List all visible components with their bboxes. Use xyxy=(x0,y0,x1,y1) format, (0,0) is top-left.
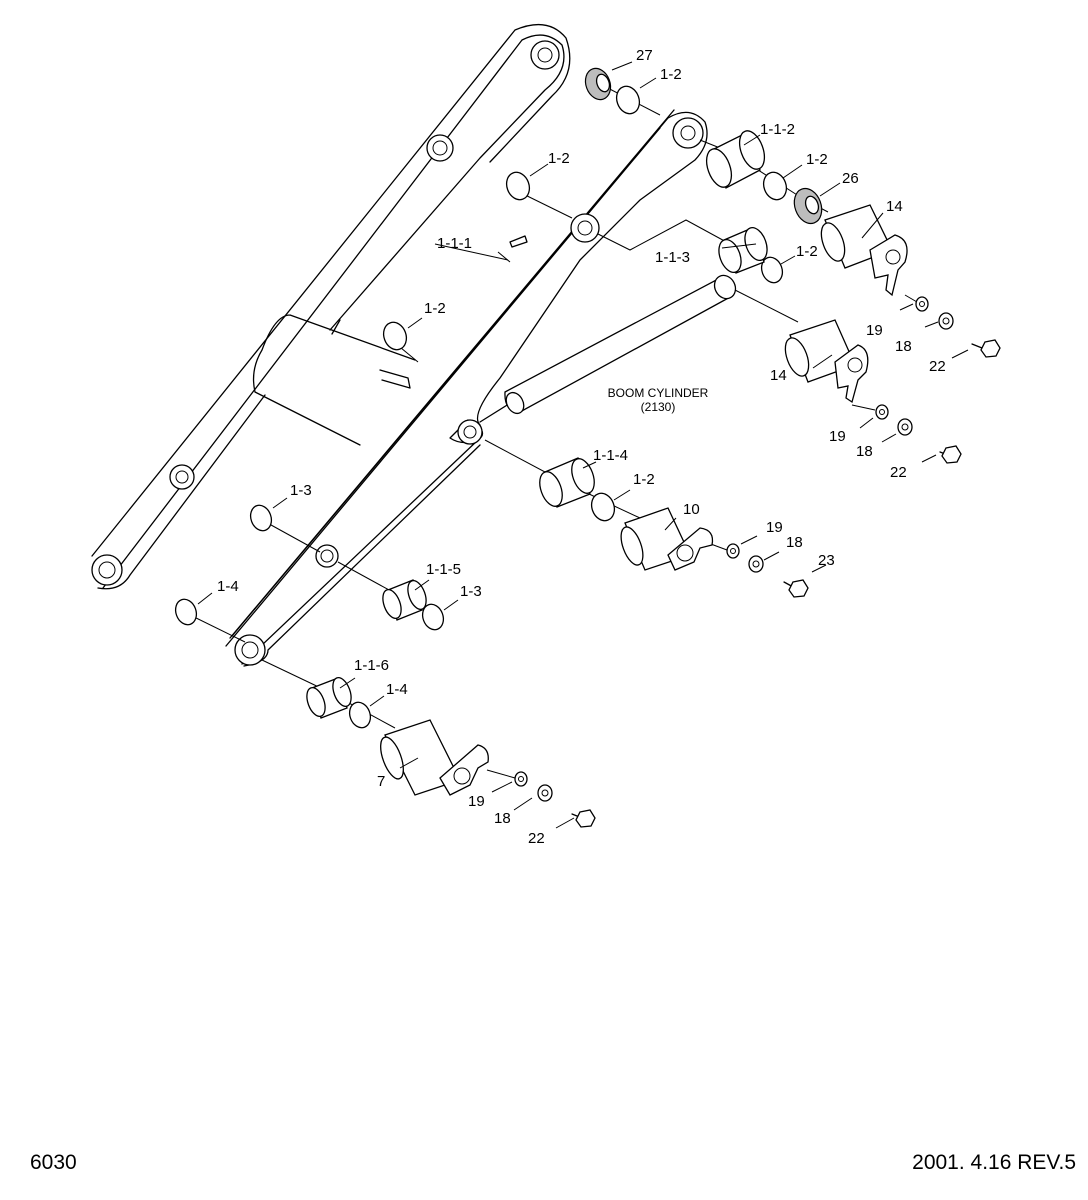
part-shim-ring xyxy=(348,701,372,729)
page-number: 6030 xyxy=(30,1151,77,1174)
part-shim-ring xyxy=(760,256,784,284)
callout-14: 14 xyxy=(770,367,787,384)
callout-1-1-3: 1-1-3 xyxy=(655,249,690,266)
callout-1-2: 1-2 xyxy=(796,243,818,260)
callout-22: 22 xyxy=(528,830,545,847)
boom-arm-right xyxy=(225,109,708,667)
callout-18: 18 xyxy=(786,534,803,551)
part-washers xyxy=(514,296,954,802)
callout-18: 18 xyxy=(856,443,873,460)
part-shim-ring xyxy=(174,598,198,626)
callout-1-2: 1-2 xyxy=(633,471,655,488)
part-27-seal xyxy=(584,67,612,101)
callout-1-1-1: 1-1-1 xyxy=(437,235,472,252)
leader-lines xyxy=(197,61,969,829)
boom-cylinder: BOOM CYLINDER (2130) xyxy=(479,274,737,423)
part-shim-ring xyxy=(615,85,641,115)
callout-18: 18 xyxy=(494,810,511,827)
part-14-pin-lower xyxy=(784,319,869,404)
callout-27: 27 xyxy=(636,47,653,64)
cylinder-name: BOOM CYLINDER xyxy=(608,386,709,400)
callout-19: 19 xyxy=(468,793,485,810)
callout-22: 22 xyxy=(890,464,907,481)
part-26-seal xyxy=(793,187,823,225)
part-10-pin xyxy=(620,507,714,571)
callout-22: 22 xyxy=(929,358,946,375)
part-shim-ring xyxy=(762,171,788,201)
boom-arm-left xyxy=(91,23,571,590)
callout-14: 14 xyxy=(886,198,903,215)
callout-19: 19 xyxy=(829,428,846,445)
assembly-lines xyxy=(187,83,918,779)
part-bushing-1-1-6 xyxy=(306,676,352,719)
callout-7: 7 xyxy=(377,773,385,790)
part-shim-ring xyxy=(505,171,531,201)
part-shim-ring xyxy=(249,504,273,532)
callout-1-2: 1-2 xyxy=(548,150,570,167)
callout-1-1-4: 1-1-4 xyxy=(593,447,628,464)
part-shim-ring xyxy=(421,603,445,631)
part-bushing-1-1-2 xyxy=(705,130,766,189)
callout-18: 18 xyxy=(895,338,912,355)
revision-date: 2001. 4.16 REV.5 xyxy=(912,1151,1076,1174)
callout-1-3: 1-3 xyxy=(290,482,312,499)
part-7-pin xyxy=(380,719,489,796)
callout-19: 19 xyxy=(866,322,883,339)
callout-1-4: 1-4 xyxy=(386,681,408,698)
callout-1-2: 1-2 xyxy=(660,66,682,83)
callout-1-2: 1-2 xyxy=(424,300,446,317)
part-bolts xyxy=(571,339,1001,828)
callout-23: 23 xyxy=(818,552,835,569)
cylinder-ref: (2130) xyxy=(641,400,676,414)
callout-1-3: 1-3 xyxy=(460,583,482,600)
callout-1-4: 1-4 xyxy=(217,578,239,595)
part-shim-ring xyxy=(382,321,408,351)
callout-1-1-5: 1-1-5 xyxy=(426,561,461,578)
callout-10: 10 xyxy=(683,501,700,518)
callout-26: 26 xyxy=(842,170,859,187)
callout-labels: 27 1-2 1-1-2 1-2 26 1-2 14 1-1-1 1-1-3 1… xyxy=(217,47,946,847)
part-14-pin-upper xyxy=(820,204,908,297)
callout-1-1-6: 1-1-6 xyxy=(354,657,389,674)
callout-1-2: 1-2 xyxy=(806,151,828,168)
callout-19: 19 xyxy=(766,519,783,536)
callout-1-1-2: 1-1-2 xyxy=(760,121,795,138)
part-bushing-1-1-4 xyxy=(539,457,595,508)
parts xyxy=(174,67,1001,828)
cross-tube xyxy=(252,314,416,446)
part-bushing-1-1-5 xyxy=(382,579,427,621)
part-shim-ring xyxy=(590,492,616,522)
